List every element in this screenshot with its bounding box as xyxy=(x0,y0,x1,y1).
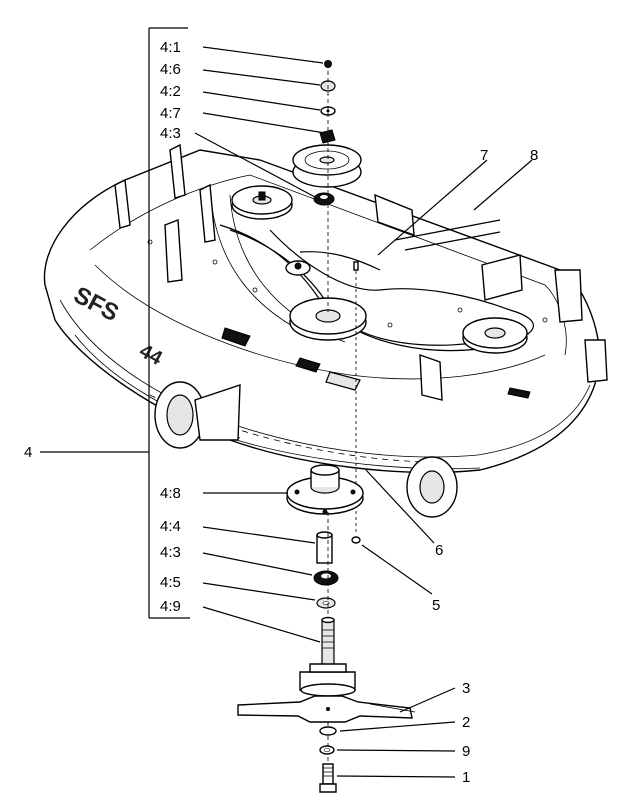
front-right-wheel xyxy=(406,456,458,518)
label-2: 2 xyxy=(462,714,470,731)
assembly-4-bracket xyxy=(40,27,190,619)
callout-labels: 4:1 4:6 4:2 4:7 4:3 7 8 4 4:8 4:4 4:3 4:… xyxy=(24,39,538,786)
top-exploded-parts xyxy=(292,60,362,312)
bottom-exploded-parts xyxy=(237,464,416,793)
idler-pulley xyxy=(285,260,311,276)
label-4: 4 xyxy=(24,444,32,461)
label-4-3-top: 4:3 xyxy=(160,125,181,142)
label-4-7: 4:7 xyxy=(160,105,181,122)
front-left-wheel xyxy=(154,381,241,449)
label-9: 9 xyxy=(462,743,470,760)
left-spindle-pulley xyxy=(231,185,293,220)
label-8: 8 xyxy=(530,147,538,164)
label-7: 7 xyxy=(480,147,488,164)
belt xyxy=(219,219,534,352)
label-4-9: 4:9 xyxy=(160,598,181,615)
label-4-4: 4:4 xyxy=(160,518,181,535)
label-4-5: 4:5 xyxy=(160,574,181,591)
label-4-2: 4:2 xyxy=(160,83,181,100)
right-spindle-pulley xyxy=(462,317,528,354)
label-4-3-bottom: 4:3 xyxy=(160,544,181,561)
leader-lines xyxy=(194,46,533,778)
label-5: 5 xyxy=(432,597,440,614)
label-4-1: 4:1 xyxy=(160,39,181,56)
label-6: 6 xyxy=(435,542,443,559)
label-1: 1 xyxy=(462,769,470,786)
label-3: 3 xyxy=(462,680,470,697)
label-4-8: 4:8 xyxy=(160,485,181,502)
label-4-6: 4:6 xyxy=(160,61,181,78)
